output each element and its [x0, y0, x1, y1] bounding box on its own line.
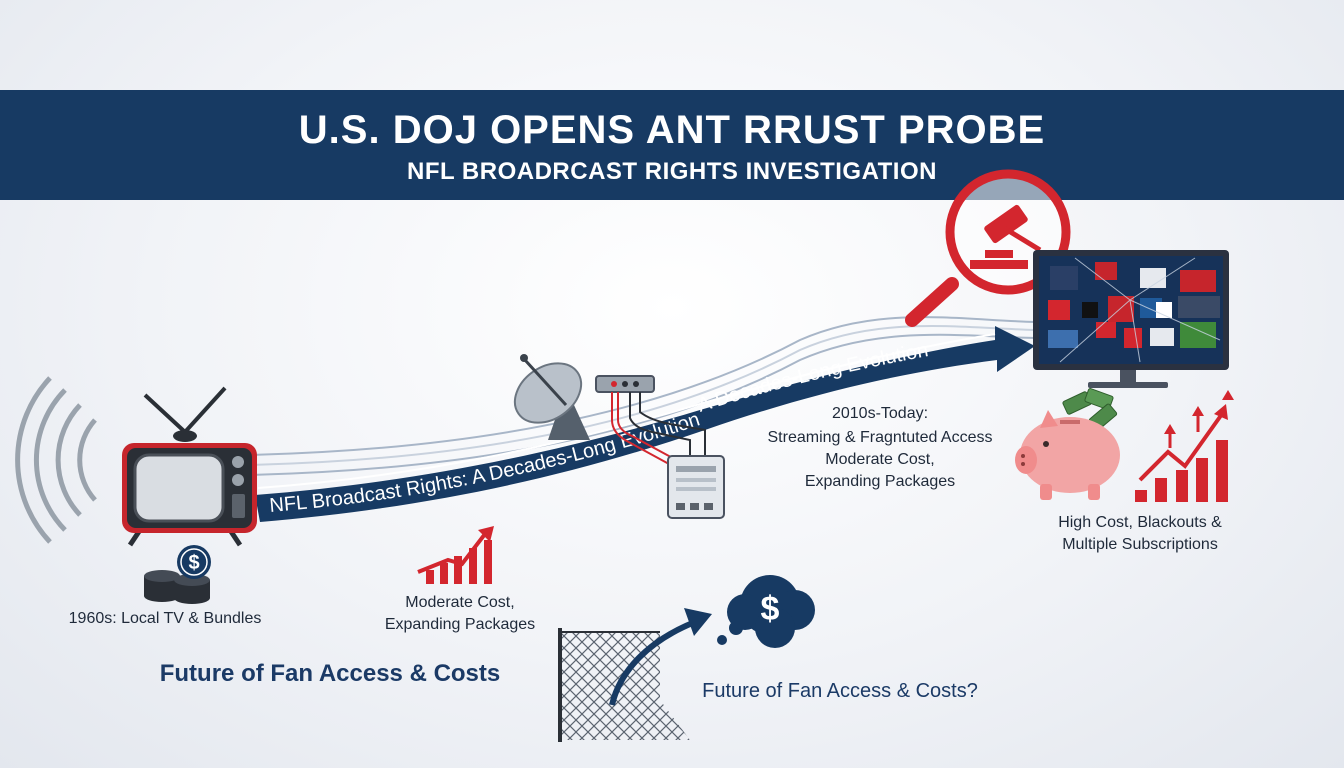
- banner-subtitle: NFL BROADRCAST RIGHTS INVESTIGATION: [407, 158, 937, 185]
- era-2010s-cost-label: Moderate Cost, Expanding Packages: [760, 449, 1000, 493]
- mid-cost-line2: Expanding Packages: [384, 616, 536, 633]
- coin-dollar-symbol: $: [188, 552, 199, 574]
- high-cost-line1: High Cost, Blackouts &: [1058, 514, 1222, 531]
- era-2010s-label: 2010s-Today: Streaming & Fragntuted Acce…: [740, 402, 1020, 450]
- growth-chart-icon-right: [1135, 390, 1234, 502]
- mid-cost-label: Moderate Cost, Expanding Packages: [360, 592, 560, 636]
- high-cost-line2: Multiple Subscriptions: [1062, 536, 1218, 553]
- future-heading-left: Future of Fan Access & Costs: [159, 660, 501, 687]
- future-heading-right: Future of Fan Access & Costs?: [702, 680, 978, 702]
- cloud-dollar-symbol: $: [761, 590, 780, 628]
- magnifier-gavel-icon: [905, 169, 1071, 327]
- fence-icon: [558, 628, 690, 742]
- banner-title: U.S. DOJ OPENS ANT RRUST PROBE: [298, 108, 1046, 152]
- cable-box-icon: [595, 375, 725, 519]
- smart-tv-icon: [1033, 250, 1229, 388]
- vintage-tv-icon: [122, 386, 257, 547]
- future-arrow: [609, 608, 712, 706]
- era-2010s-line1: 2010s-Today:: [831, 405, 929, 422]
- era-2010s-cost-line2: Expanding Packages: [804, 473, 956, 490]
- thought-cloud-icon: $: [717, 575, 815, 648]
- high-cost-label: High Cost, Blackouts & Multiple Subscrip…: [1020, 512, 1260, 556]
- era-2010s-cost-line1: Moderate Cost,: [825, 451, 935, 468]
- piggy-bank-icon: [1015, 388, 1120, 500]
- coin-stack-icon: $: [144, 545, 211, 604]
- era-1960s-label: 1960s: Local TV & Bundles: [68, 610, 262, 627]
- satellite-dish-icon: [513, 354, 590, 440]
- ribbon-lines: [249, 316, 1036, 476]
- era-2010s-line2: Streaming & Fragntuted Access: [767, 429, 993, 446]
- signal-waves-icon: [15, 376, 97, 544]
- title-banner: U.S. DOJ OPENS ANT RRUST PROBE NFL BROAD…: [0, 90, 1344, 200]
- mid-cost-line1: Moderate Cost,: [405, 594, 515, 611]
- ribbon-lower-text: NFL Broadcast Rights: A Decades-Long Evo…: [269, 408, 703, 517]
- growth-chart-icon: [417, 526, 494, 584]
